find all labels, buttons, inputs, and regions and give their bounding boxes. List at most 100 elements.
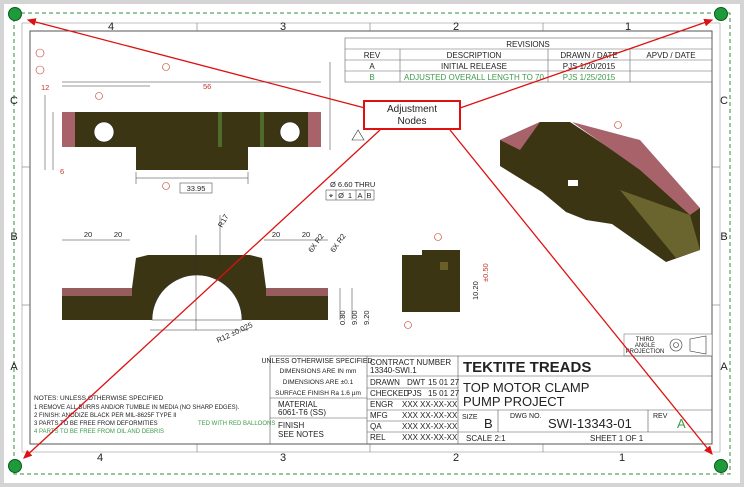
callout-arrows [23, 18, 714, 459]
rev-header-apvd: APVD / DATE [646, 51, 695, 60]
dims-tol: DIMENSIONS ARE ±0.1 [283, 379, 354, 386]
dim-20-b: 20 [114, 230, 122, 239]
dim-9-00: 9.00 [350, 310, 359, 325]
fcf-datum-b: B [366, 191, 371, 200]
adjustment-node-bottom-right[interactable] [714, 459, 728, 473]
material-value: 6061-T6 (SS) [278, 408, 326, 417]
zone-top-4: 4 [108, 21, 114, 33]
note-3: 3 PARTS TO BE FREE FROM DEFORMITIES [34, 421, 158, 427]
projection-line1: THIRD [636, 337, 655, 343]
row-qa-role: QA [370, 422, 382, 431]
dim-56: 56 [203, 82, 211, 91]
row-qa-date: XX-XX-XX [420, 422, 458, 431]
balloon [95, 92, 103, 100]
rev-row-b-drawn: PJS 1/25/2015 [563, 73, 616, 82]
row-checked-who: PJS [407, 389, 422, 398]
zone-bottom-4: 4 [97, 452, 103, 464]
rev-header-rev: REV [364, 51, 381, 60]
balloon [404, 321, 412, 329]
size-value: B [484, 416, 493, 431]
rev-value: A [677, 416, 686, 431]
balloon [614, 121, 622, 129]
dwg-no-value: SWI-13343-01 [548, 416, 632, 431]
unless-specified: UNLESS OTHERWISE SPECIFIED: [261, 358, 374, 365]
revisions-title: REVISIONS [506, 40, 550, 49]
end-view[interactable] [402, 250, 460, 312]
dim-10-20: 10.20 [471, 281, 480, 300]
feature-control-frame [325, 189, 375, 201]
zone-bottom-1: 1 [619, 452, 625, 464]
dim-20-d: 20 [302, 230, 310, 239]
zone-ticks [22, 23, 720, 452]
callout-line1: Adjustment [386, 104, 438, 115]
dim-12: 12 [41, 83, 49, 92]
finish-value: SEE NOTES [278, 430, 324, 439]
zone-bottom-3: 3 [280, 452, 286, 464]
row-checked-date: 15 01 27 [428, 389, 460, 398]
note-3-green: TED WITH RED BALLOONS [198, 421, 275, 427]
balloon [162, 63, 170, 71]
dim-9-20: 9.20 [362, 310, 371, 325]
rev-label: REV [653, 413, 668, 420]
notes-title: NOTES: UNLESS OTHERWISE SPECIFIED [34, 395, 163, 402]
balloon [35, 48, 45, 58]
dim-0-80: 0.80 [338, 310, 347, 325]
row-mfg-date: XX-XX-XX [420, 411, 458, 420]
fcf-position-icon: ⌖ [329, 191, 334, 200]
company-name: TEKTITE TREADS [463, 359, 591, 376]
rev-row-a-drawn: PJS 1/20/2015 [563, 62, 616, 71]
row-engr-date: XX-XX-XX [420, 400, 458, 409]
rev-header-drawn: DRAWN / DATE [560, 51, 617, 60]
row-rel-role: REL [370, 433, 386, 442]
scale: SCALE 2:1 [466, 434, 506, 443]
rev-row-a-description: INITIAL RELEASE [441, 62, 507, 71]
note-4: 4 PARTS TO BE FREE FROM OIL AND DEBRIS [34, 429, 164, 435]
dwg-no-label: DWG NO. [510, 413, 542, 420]
title-block [269, 355, 713, 445]
row-mfg-who: XXX [402, 411, 419, 420]
zone-left-c: C [10, 95, 18, 107]
contract-value: 13340-SWI.1 [370, 366, 417, 375]
callout-label: Adjustment Nodes [365, 104, 459, 128]
zone-left-b: B [10, 231, 17, 243]
finish-label: FINISH [278, 421, 304, 430]
zone-bottom-2: 2 [453, 452, 459, 464]
size-label: SIZE [462, 414, 478, 421]
selection-frame[interactable] [13, 12, 731, 475]
rev-row-a-rev: A [369, 62, 375, 71]
row-checked-role: CHECKED [370, 389, 409, 398]
drawing-title-line2: PUMP PROJECT [463, 394, 565, 409]
row-rel-date: XX-XX-XX [420, 433, 458, 442]
balloon [162, 182, 170, 190]
note-2: 2 FINISH: ANODIZE BLACK PER MIL-8625F TY… [34, 413, 177, 419]
row-qa-who: XXX [402, 422, 419, 431]
isometric-view[interactable] [500, 122, 700, 262]
row-engr-role: ENGR [370, 400, 393, 409]
dim-20-c: 20 [272, 230, 280, 239]
drawing-title-line1: TOP MOTOR CLAMP [463, 380, 589, 395]
material-label: MATERIAL [278, 400, 318, 409]
row-drawn-date: 15 01 27 [428, 378, 460, 387]
front-view[interactable] [62, 112, 321, 170]
dims-mm: DIMENSIONS ARE IN mm [280, 368, 357, 375]
zone-right-c: C [720, 95, 728, 107]
adjustment-node-top-right[interactable] [714, 7, 728, 21]
adjustment-node-bottom-left[interactable] [8, 459, 22, 473]
front-view-dims [44, 62, 331, 184]
fcf-tolerance: 1 [348, 191, 352, 200]
zone-top-1: 1 [625, 21, 631, 33]
rev-row-b-description: ADJUSTED OVERALL LENGTH TO 70 [404, 73, 544, 82]
row-mfg-role: MFG [370, 411, 388, 420]
dim-20-a: 20 [84, 230, 92, 239]
adjustment-node-top-left[interactable] [8, 7, 22, 21]
row-drawn-who: DWT [407, 378, 425, 387]
sheet: SHEET 1 OF 1 [590, 434, 644, 443]
rev-header-description: DESCRIPTION [447, 51, 502, 60]
fcf-datum-a: A [357, 191, 362, 200]
rev-row-b-rev: B [369, 73, 374, 82]
zone-right-a: A [720, 361, 728, 373]
adjustment-nodes-callout: Adjustment Nodes [363, 100, 461, 130]
side-view[interactable] [62, 255, 328, 321]
contract-label: CONTRACT NUMBER [370, 358, 451, 367]
zone-top-2: 2 [453, 21, 459, 33]
